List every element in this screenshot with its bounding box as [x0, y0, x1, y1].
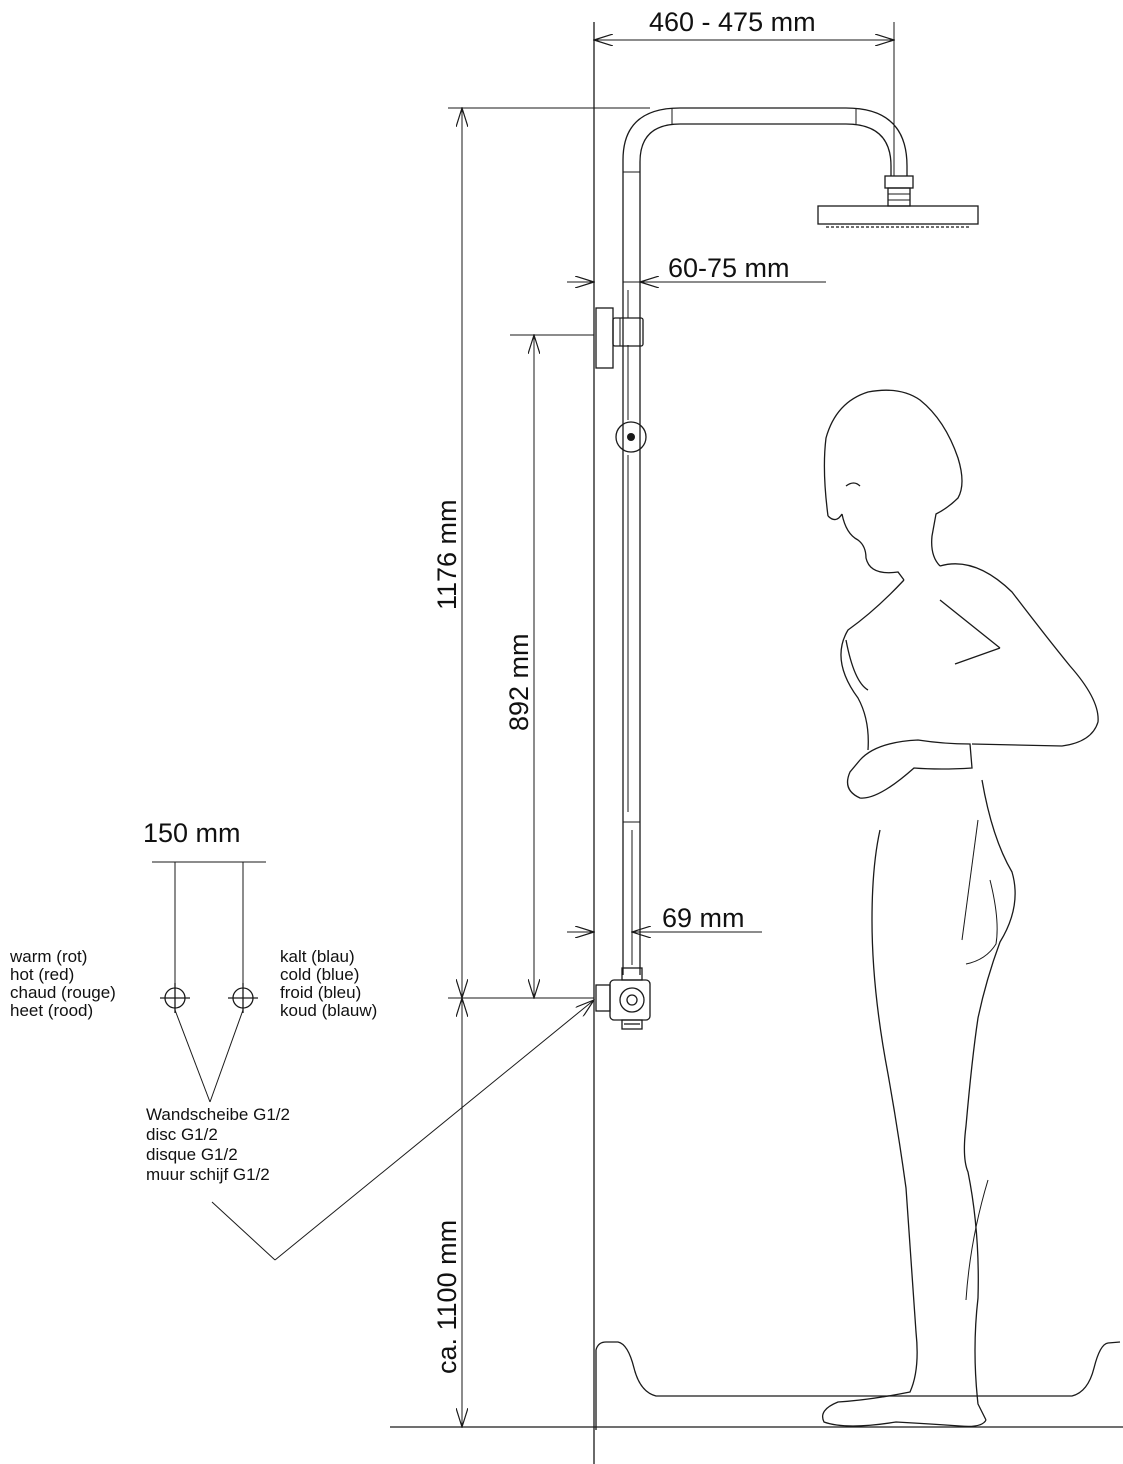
cold-label-en: cold (blue): [280, 965, 359, 984]
wall-bracket: [595, 307, 644, 369]
human-figure: [821, 389, 1099, 1428]
mixer-valve: [595, 967, 651, 1030]
dimension-arm-length: [594, 22, 894, 176]
total-height-label: 1176 mm: [432, 499, 462, 610]
disc-label-fr: disque G1/2: [146, 1145, 238, 1164]
dimension-total-height: [448, 108, 650, 998]
warm-label-nl: heet (rood): [10, 1001, 93, 1020]
holder-knob: [615, 421, 647, 453]
arm-length-label: 460 - 475 mm: [649, 7, 816, 37]
disc-leader-lines: [174, 1000, 594, 1261]
disc-label-de: Wandscheibe G1/2: [146, 1105, 290, 1124]
shower-column: [622, 107, 908, 975]
cold-labels: kalt (blau) cold (blue) froid (bleu) kou…: [280, 947, 377, 1020]
cold-label-nl: koud (blauw): [280, 1001, 377, 1020]
cold-label-de: kalt (blau): [280, 947, 355, 966]
wall-distance-top-label: 60-75 mm: [668, 253, 790, 283]
cold-label-fr: froid (bleu): [280, 983, 361, 1002]
disc-label-en: disc G1/2: [146, 1125, 218, 1144]
disc-label-nl: muur schijf G1/2: [146, 1165, 270, 1184]
inlet-spacing-label: 150 mm: [143, 818, 241, 848]
warm-label-fr: chaud (rouge): [10, 983, 116, 1002]
warm-label-en: hot (red): [10, 965, 74, 984]
shower-head: [817, 175, 979, 228]
wall-distance-bottom-label: 69 mm: [662, 903, 745, 933]
disc-labels: Wandscheibe G1/2 disc G1/2 disque G1/2 m…: [146, 1105, 290, 1184]
warm-label-de: warm (rot): [9, 947, 87, 966]
mount-height-label: ca. 1100 mm: [432, 1220, 462, 1374]
shower-tray: [595, 1341, 1121, 1430]
cold-inlet-symbol: [228, 983, 258, 1013]
bracket-height-label: 892 mm: [504, 633, 534, 731]
dimension-bracket-height: [510, 335, 594, 998]
warm-inlet-symbol: [160, 983, 190, 1013]
dimension-inlet-spacing: [152, 861, 266, 986]
warm-labels: warm (rot) hot (red) chaud (rouge) heet …: [9, 947, 116, 1020]
